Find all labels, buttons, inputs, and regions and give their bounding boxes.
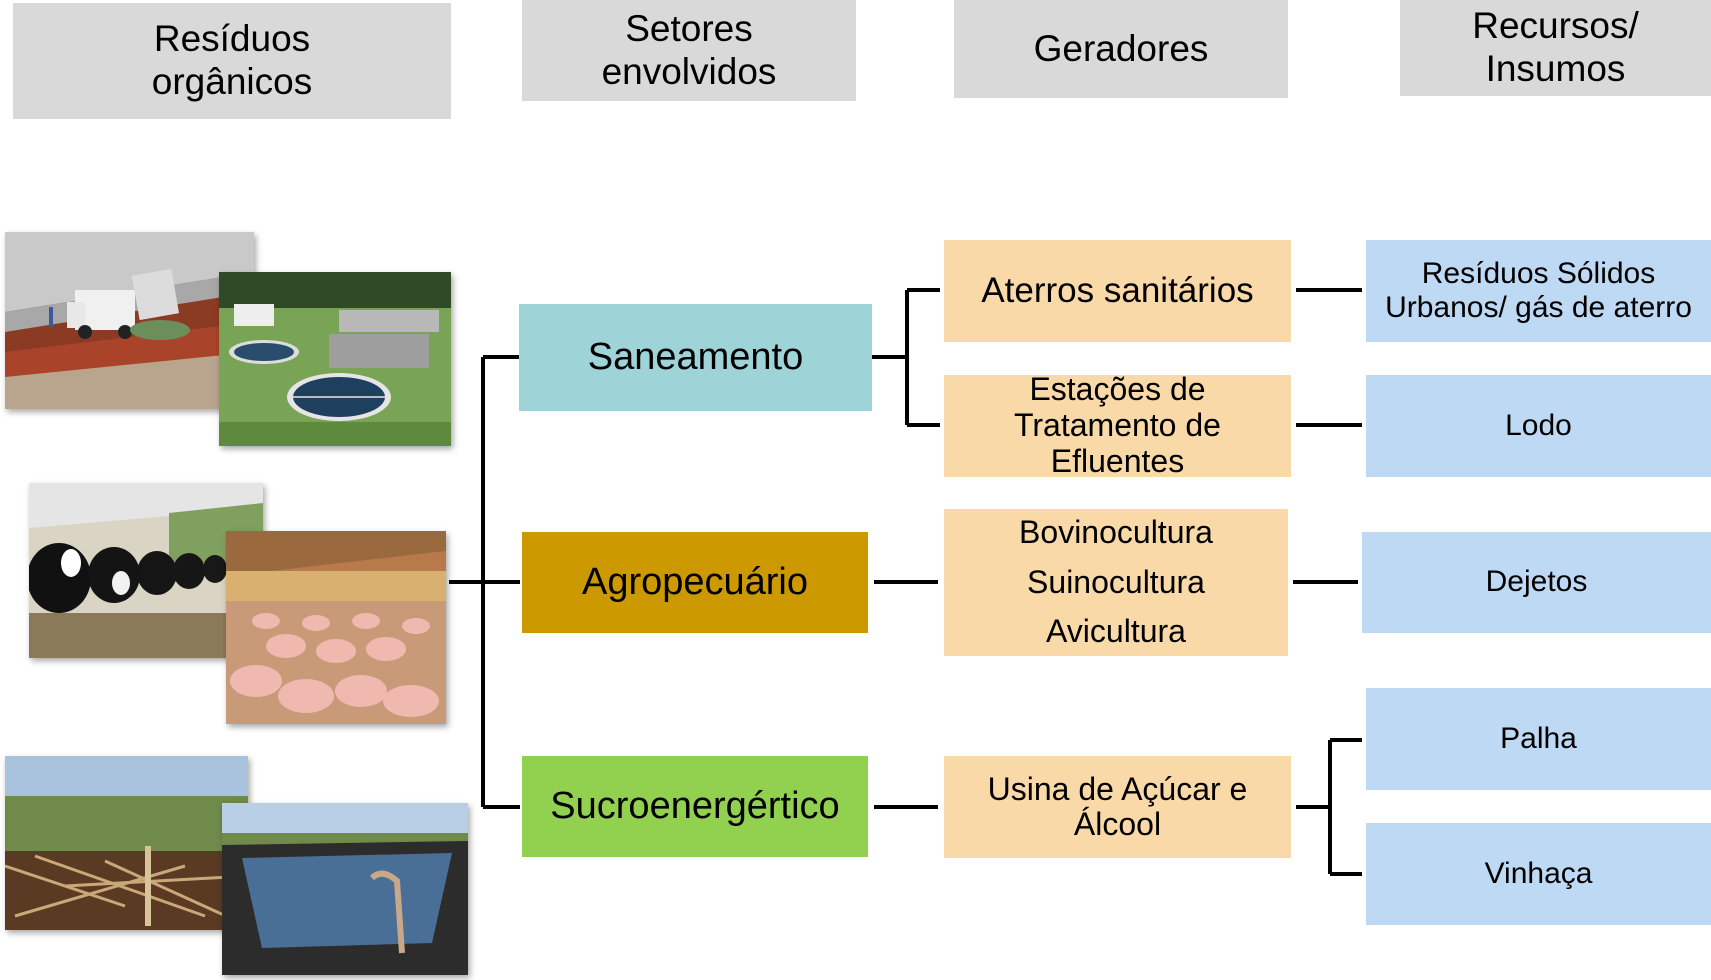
generator-aterros-line: Aterros sanitários bbox=[981, 270, 1254, 310]
generator-estacoes-line: Estações de bbox=[1029, 371, 1206, 408]
resource-vinhaca: Vinhaça bbox=[1366, 823, 1711, 925]
dairy-cows-photo bbox=[29, 483, 263, 658]
resource-palha-label: Palha bbox=[1500, 721, 1577, 755]
generator-suinocultura: Suinocultura bbox=[1027, 563, 1205, 600]
sector-sucroenergetico-label: Sucroenergértico bbox=[550, 784, 840, 827]
header-setores: Setores envolvidos bbox=[522, 0, 856, 101]
header-residuos-label: Resíduos orgânicos bbox=[151, 18, 313, 102]
generator-estacoes-line: Tratamento de bbox=[1014, 407, 1221, 444]
header-residuos: Resíduos orgânicos bbox=[13, 3, 451, 119]
generator-estacoes: Estações de Tratamento de Efluentes bbox=[944, 371, 1291, 479]
resource-palha: Palha bbox=[1366, 688, 1711, 790]
pig-barn-photo bbox=[226, 531, 446, 724]
resource-dejetos: Dejetos bbox=[1362, 532, 1711, 633]
header-setores-label: Setores envolvidos bbox=[601, 7, 777, 92]
resource-dejetos-label: Dejetos bbox=[1485, 565, 1588, 599]
sugarcane-straw-photo bbox=[5, 756, 248, 930]
sector-sucroenergetico: Sucroenergértico bbox=[522, 756, 868, 857]
header-geradores: Geradores bbox=[954, 0, 1288, 98]
generator-usina-line: Álcool bbox=[1073, 806, 1162, 842]
resource-vinhaca-label: Vinhaça bbox=[1484, 856, 1593, 890]
resource-lodo-label: Lodo bbox=[1505, 408, 1572, 442]
treatment-plant-photo bbox=[219, 272, 451, 446]
generator-usina: Usina de Açúcar e Álcool bbox=[944, 756, 1291, 858]
header-geradores-label: Geradores bbox=[1033, 27, 1209, 69]
resource-rsu-line: Resíduos Sólidos bbox=[1421, 256, 1656, 290]
resource-rsu-line: Urbanos/ gás de aterro bbox=[1385, 291, 1692, 324]
resource-lodo: Lodo bbox=[1366, 375, 1711, 477]
generator-estacoes-line: Efluentes bbox=[1050, 442, 1185, 479]
generator-usina-line: Usina de Açúcar e bbox=[987, 770, 1248, 807]
sector-saneamento: Saneamento bbox=[519, 304, 872, 411]
vinasse-pond-photo bbox=[222, 803, 468, 975]
landfill-truck-photo bbox=[5, 232, 254, 409]
sector-agropecuario-label: Agropecuário bbox=[581, 560, 809, 603]
header-recursos-label: Recursos/ Insumos bbox=[1472, 5, 1639, 89]
sector-saneamento-label: Saneamento bbox=[587, 335, 804, 378]
sector-agropecuario: Agropecuário bbox=[522, 532, 868, 633]
generator-avicultura: Avicultura bbox=[1046, 613, 1186, 650]
header-recursos: Recursos/ Insumos bbox=[1400, 0, 1711, 96]
generator-animais: Bovinocultura Suinocultura Avicultura bbox=[944, 509, 1288, 656]
generator-aterros: Aterros sanitários bbox=[944, 240, 1291, 342]
generator-bovinocultura: Bovinocultura bbox=[1019, 514, 1213, 551]
resource-rsu: Resíduos Sólidos Urbanos/ gás de aterro bbox=[1366, 240, 1711, 342]
